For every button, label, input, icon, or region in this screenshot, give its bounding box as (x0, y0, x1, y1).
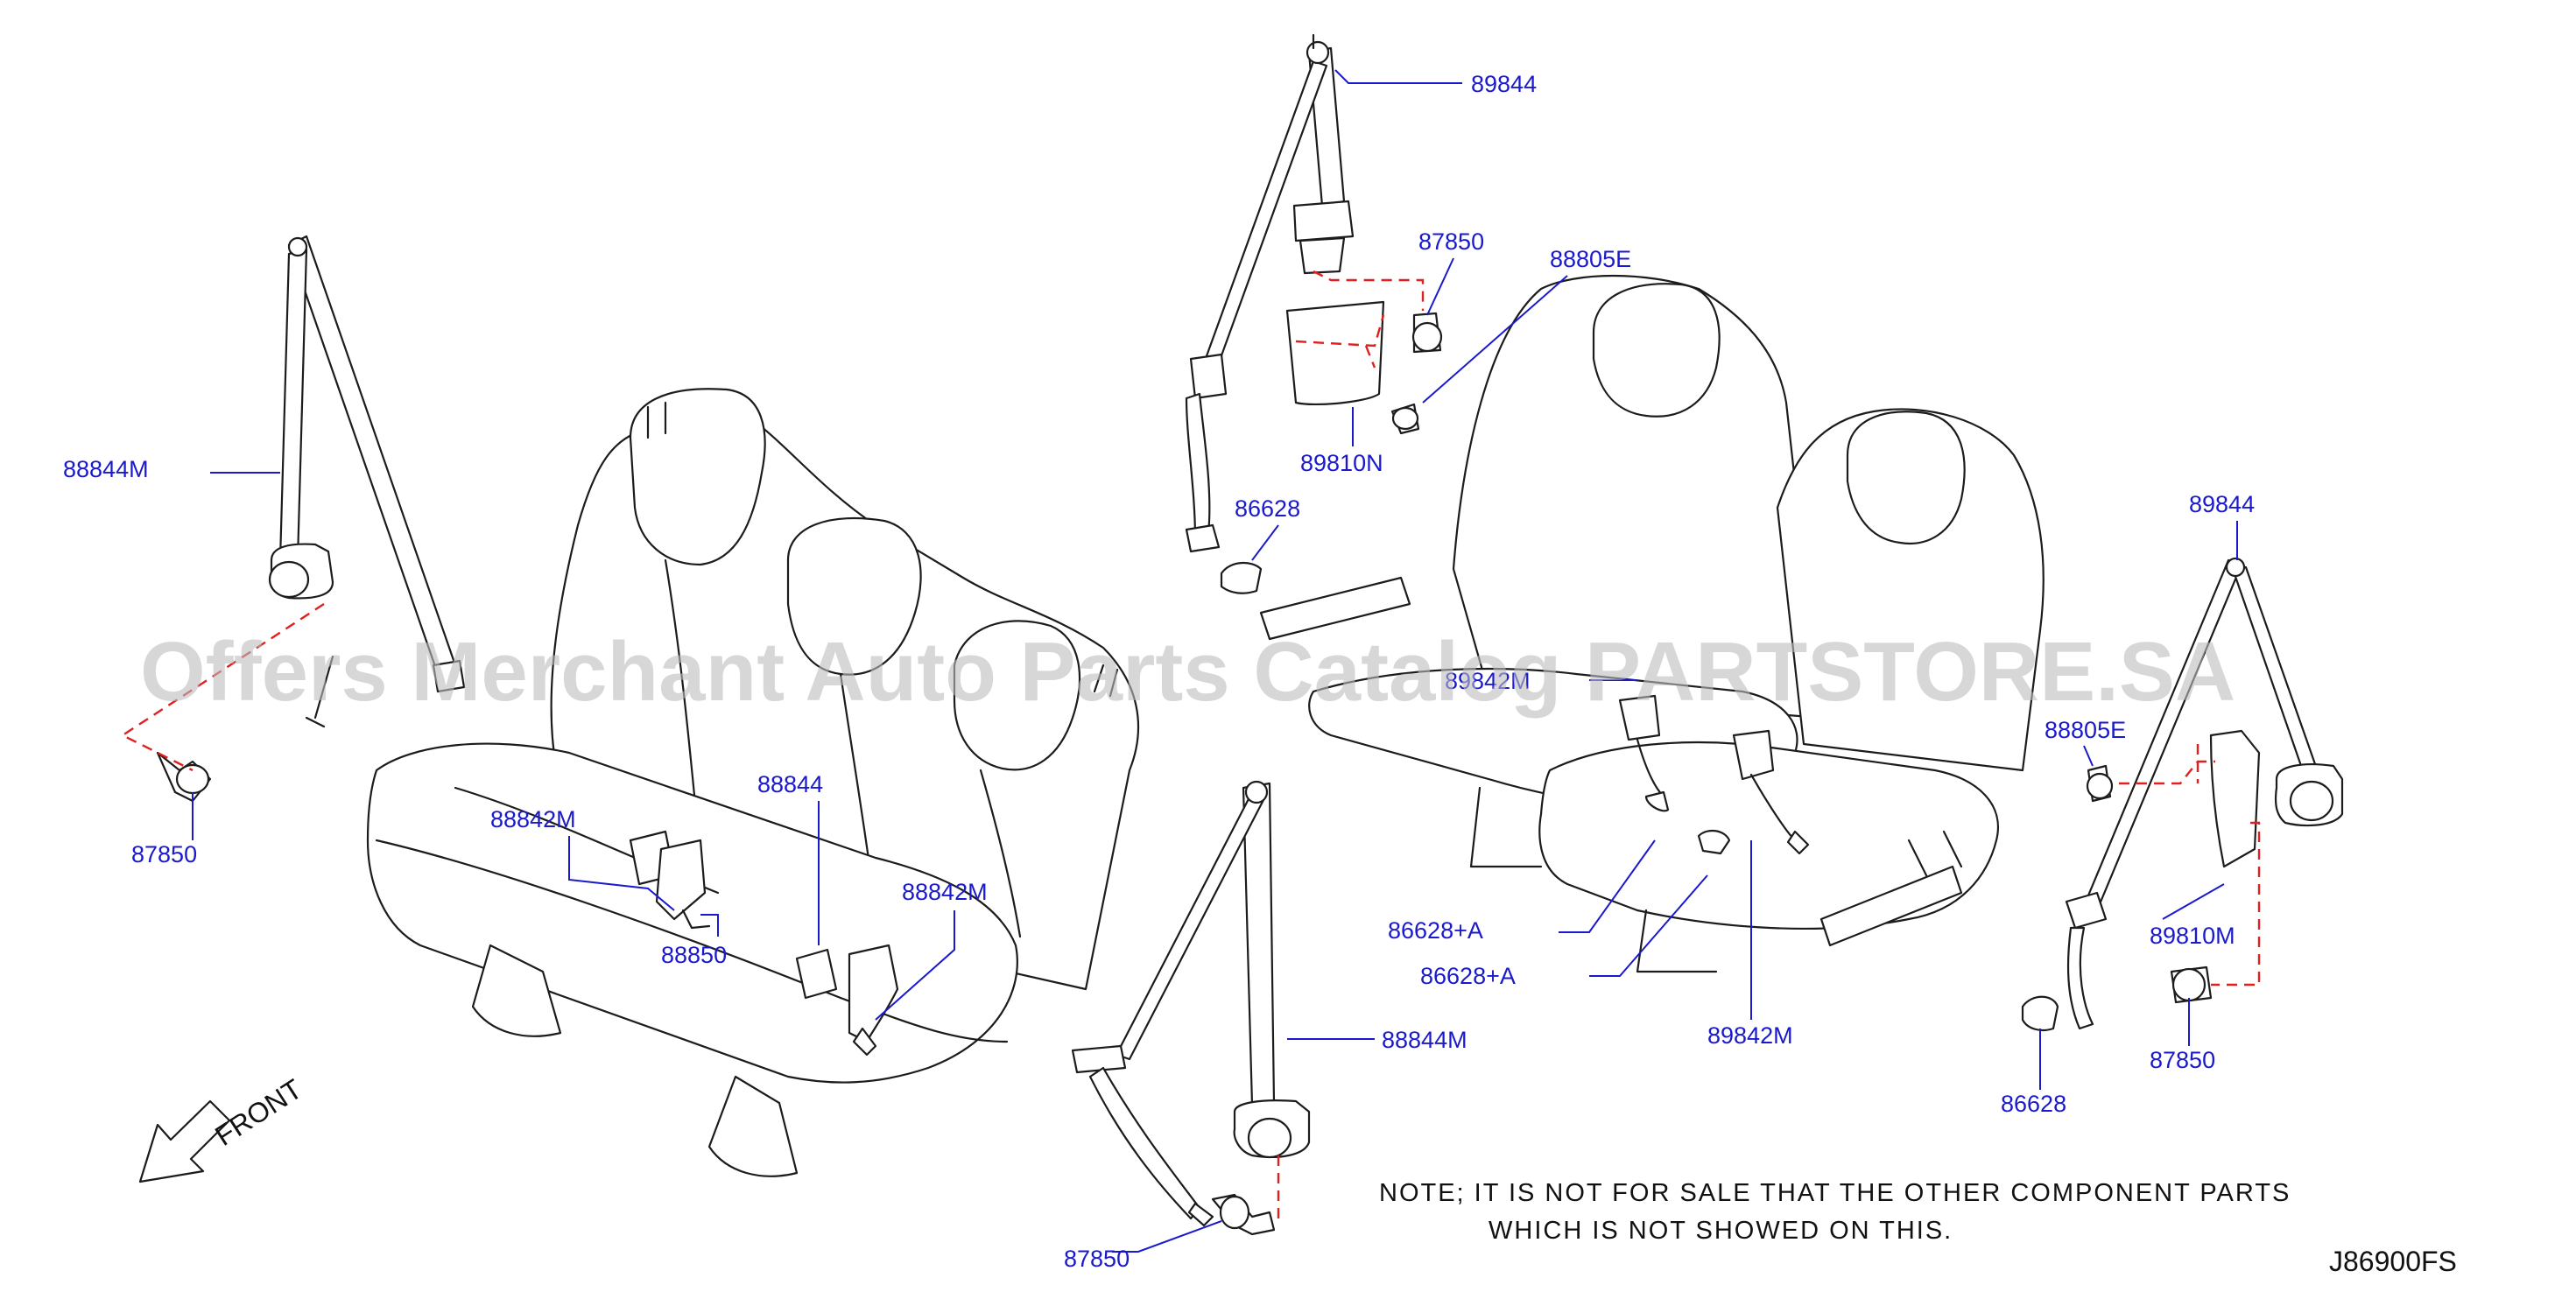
label-88844-center[interactable]: 88844 (757, 771, 823, 797)
notes: NOTE; IT IS NOT FOR SALE THAT THE OTHER … (1379, 1179, 2457, 1277)
label-89844-top[interactable]: 89844 (1471, 71, 1537, 97)
label-89842M-lower[interactable]: 89842M (1707, 1022, 1793, 1049)
label-86628-right[interactable]: 86628 (2001, 1091, 2066, 1117)
label-88805E-right[interactable]: 88805E (2045, 717, 2126, 743)
label-89844-right[interactable]: 89844 (2189, 491, 2255, 517)
clip-86628-top (1220, 562, 1263, 594)
cover-89810M (2209, 729, 2261, 868)
guide-left-belt (120, 602, 325, 772)
cover-89810N (1285, 300, 1385, 406)
rear-center-seat-belt (1071, 780, 1311, 1227)
label-88842M-center[interactable]: 88842M (902, 879, 988, 905)
label-86628-top[interactable]: 86628 (1235, 495, 1300, 522)
label-88842M-left[interactable]: 88842M (490, 806, 576, 832)
label-89842M-upper[interactable]: 89842M (1445, 668, 1531, 694)
label-86628A-upper[interactable]: 86628+A (1388, 917, 1483, 944)
front-label: FRONT (209, 1073, 307, 1152)
note-line-2: WHICH IS NOT SHOWED ON THIS. (1489, 1217, 1953, 1245)
guide-top-cover (1295, 270, 1425, 369)
rear-right-seat-belt-89844 (2065, 557, 2344, 1030)
label-87850-left[interactable]: 87850 (131, 841, 197, 867)
bolt-87850-left (156, 751, 212, 803)
bolt-87850-bottom (1211, 1193, 1276, 1236)
label-88805E-top[interactable]: 88805E (1550, 246, 1631, 272)
rear-buckles (629, 830, 899, 1057)
part-labels: 88844M 87850 88842M 88844 88842M 88850 8… (63, 71, 2255, 1272)
rear-left-seat-belt (268, 235, 466, 728)
middle-row-seats (1259, 274, 2045, 973)
label-87850-top[interactable]: 87850 (1418, 228, 1484, 255)
rear-bench-seat (366, 388, 1140, 1177)
label-88844M-center[interactable]: 88844M (1382, 1027, 1467, 1053)
watermark-text: Offers Merchant Auto Parts Catalog PARTS… (140, 625, 2235, 719)
guide-right-cover (2119, 744, 2261, 987)
label-89810N[interactable]: 89810N (1300, 450, 1383, 476)
clip-88805E-right (2086, 764, 2114, 803)
clip-86628-right (2021, 995, 2059, 1032)
front-arrow-icon (138, 1099, 231, 1183)
front-right-seat-belt-89844 (1185, 33, 1355, 553)
clip-and-bolt-top (1390, 312, 1443, 435)
front-direction-indicator: FRONT (138, 1073, 307, 1183)
diagram-code: J86900FS (2329, 1246, 2457, 1277)
middle-buckles (1618, 694, 1810, 855)
bolt-87850-right (2170, 965, 2213, 1004)
label-87850-bottom[interactable]: 87850 (1064, 1246, 1130, 1272)
note-line-1: NOTE; IT IS NOT FOR SALE THAT THE OTHER … (1379, 1179, 2291, 1207)
label-88844M-left[interactable]: 88844M (63, 456, 149, 482)
label-87850-right[interactable]: 87850 (2150, 1047, 2215, 1073)
label-88850[interactable]: 88850 (661, 942, 727, 968)
leader-lines (192, 69, 2238, 1253)
label-89810M[interactable]: 89810M (2150, 923, 2235, 949)
label-86628A-lower[interactable]: 86628+A (1420, 963, 1516, 989)
